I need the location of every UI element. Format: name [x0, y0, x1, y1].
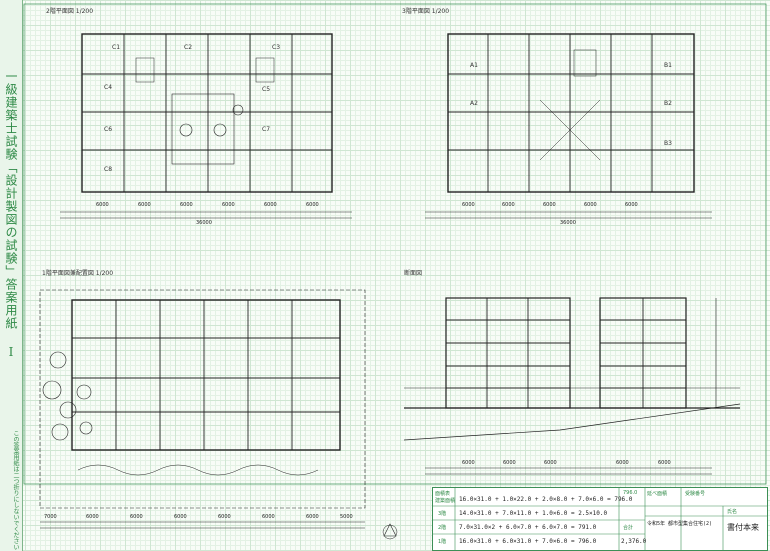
dimension: 6000: [625, 202, 638, 208]
room-label: C1: [112, 44, 121, 51]
dimension: 6000: [462, 202, 475, 208]
dimension: 6000: [86, 514, 99, 520]
floor-label: 3階: [438, 511, 447, 517]
dimension: 6000: [180, 202, 193, 208]
floor2-plan: [60, 33, 352, 219]
sheet-title: 一級建築士試験「設計製図の試験」答案用紙 Ⅰ: [4, 70, 18, 360]
dimension-total: 36000: [560, 220, 576, 226]
building-area-calc: 16.0×31.0 + 1.0×22.0 + 2.0×8.0 + 7.0×6.0…: [459, 496, 633, 503]
floor2-calc: 7.0×31.0×2 + 6.0×7.0 + 6.0×7.0 = 791.0: [459, 524, 597, 531]
room-label: B2: [664, 100, 672, 107]
dimension: 6000: [174, 514, 187, 520]
room-label: C6: [104, 126, 113, 133]
room-label: C4: [104, 84, 113, 91]
room-label: B1: [664, 62, 672, 69]
floor-area-label: 延べ面積: [647, 491, 668, 497]
dimension: 6000: [306, 202, 319, 208]
floor2-plan-title: 2階平面図 1/200: [46, 8, 94, 15]
floor-label: 1階: [438, 539, 447, 545]
floor3-plan: [425, 33, 712, 219]
dimension: 6000: [222, 202, 235, 208]
examinee-number-label: 受験番号: [685, 491, 706, 497]
room-label: A2: [470, 100, 478, 107]
dimension: 6000: [543, 202, 556, 208]
dimension: 6000: [544, 460, 557, 466]
dimension: 5000: [340, 514, 353, 520]
room-label: C2: [184, 44, 193, 51]
dimension: 6000: [502, 202, 515, 208]
name-label: 氏名: [727, 509, 738, 515]
title-block-grid: [433, 488, 767, 550]
room-label: B3: [664, 140, 672, 147]
dimension: 7000: [44, 514, 57, 520]
dimension: 6000: [262, 514, 275, 520]
examinee-name: 書付本来: [727, 523, 759, 532]
floor3-plan-title: 3階平面図 1/200: [402, 8, 450, 15]
dimension: 6000: [658, 460, 671, 466]
dimension: 6000: [306, 514, 319, 520]
room-label: C3: [272, 44, 281, 51]
dimension: 6000: [264, 202, 277, 208]
building-area-value: 796.0: [623, 490, 638, 496]
sheet-note: この答案用紙は二つ折りにしないでください: [12, 430, 19, 550]
exam-title: 令和5年 都市型集合住宅(2): [647, 521, 713, 527]
dimension: 6000: [218, 514, 231, 520]
room-label: C7: [262, 126, 271, 133]
room-label: C8: [104, 166, 113, 173]
area-table-label: 面積表: [435, 491, 451, 497]
dimension: 6000: [96, 202, 109, 208]
total-label: 合計: [623, 525, 634, 531]
section-drawing: [403, 297, 741, 475]
floor1-calc: 16.0×31.0 + 6.0×31.0 + 7.0×6.0 = 796.0: [459, 538, 597, 545]
dimension-total: 36000: [196, 220, 212, 226]
floor-label: 2階: [438, 525, 447, 531]
dimension: 6000: [503, 460, 516, 466]
dimension: 6000: [584, 202, 597, 208]
dimension: 6000: [616, 460, 629, 466]
dimension: 6000: [138, 202, 151, 208]
building-area-label: 建築面積: [435, 498, 456, 504]
section-title: 断面図: [404, 270, 423, 277]
title-block: 面積表 建築面積 3階 2階 1階 16.0×31.0 + 1.0×22.0 +…: [432, 487, 768, 551]
room-label: C5: [262, 86, 271, 93]
dimension: 6000: [462, 460, 475, 466]
dimension: 6000: [130, 514, 143, 520]
floor3-calc: 14.0×31.0 + 7.0×11.0 + 1.0×6.0 = 2.5×10.…: [459, 510, 608, 517]
sheet-title-strip: 一級建築士試験「設計製図の試験」答案用紙 Ⅰ この答案用紙は二つ折りにしないでく…: [0, 0, 23, 551]
floor1-plan: [39, 289, 398, 540]
floor-area-total: 2,376.0: [621, 538, 647, 545]
room-label: A1: [470, 62, 478, 69]
floor1-plan-title: 1階平面図兼配置図 1/200: [42, 270, 114, 277]
